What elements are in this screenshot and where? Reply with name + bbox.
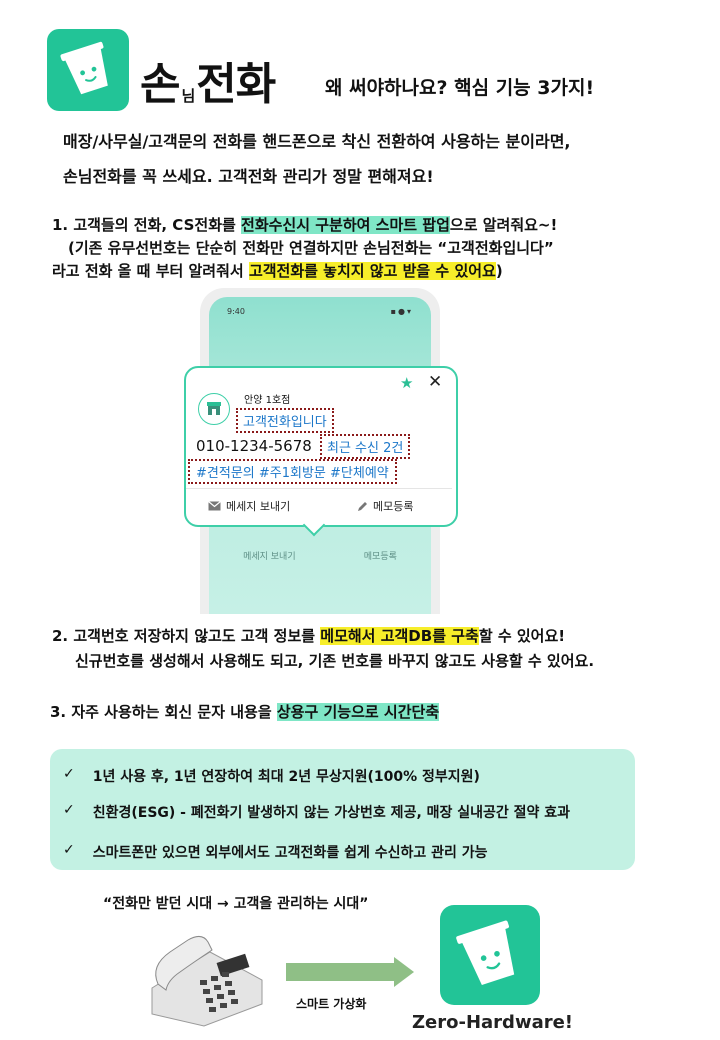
recent-calls-tag: 최근 수신 2건: [320, 434, 411, 459]
arrow-shaft: [286, 963, 396, 981]
intro-line-1: 매장/사무실/고객문의 전화를 핸드폰으로 착신 전환하여 사용하는 분이라면,: [63, 132, 571, 151]
mail-icon: [208, 501, 221, 511]
point1-line1: 1. 고객들의 전화, CS전화를 전화수신시 구분하여 스마트 팝업으로 알려…: [52, 214, 557, 235]
check-icon: ✓: [63, 766, 75, 782]
store-icon: [198, 393, 230, 425]
point1-highlight: 전화수신시 구분하여 스마트 팝업: [241, 216, 450, 234]
point1-text-a: 1. 고객들의 전화, CS전화를: [52, 216, 242, 234]
pencil-icon: [358, 501, 367, 511]
point1-line3-text-b: ): [495, 262, 503, 280]
check-icon: ✓: [63, 842, 75, 858]
point3-highlight: 상용구 기능으로 시간단축: [276, 703, 440, 721]
close-icon[interactable]: ✕: [428, 372, 443, 392]
point1-line3-highlight: 고객전화를 놓치지 않고 받을 수 있어요: [248, 262, 496, 280]
intro-line-2: 손님전화를 꼭 쓰세요. 고객전화 관리가 정말 편해져요!: [63, 167, 434, 186]
benefit-item: ✓ 스마트폰만 있으면 외부에서도 고객전화를 쉽게 수신하고 관리 가능: [63, 842, 488, 862]
favorite-star-icon[interactable]: ★: [400, 374, 414, 392]
check-icon: ✓: [63, 802, 75, 818]
point3-line1: 3. 자주 사용하는 회신 문자 내용을 상용구 기능으로 시간단축: [50, 701, 440, 722]
memo-register-button[interactable]: 메모등록: [357, 498, 413, 514]
arrow-right-icon: [394, 957, 414, 987]
point3-text-a: 3. 자주 사용하는 회신 문자 내용을: [50, 703, 277, 721]
point1-line2: (기존 유무선번호는 단순히 전화만 연결하지만 손님전화는 “고객전화입니다”: [68, 239, 554, 257]
status-time: 9:40: [227, 307, 245, 316]
point2-line2: 신규번호를 생성해서 사용해도 되고, 기존 번호를 바꾸지 않고도 사용할 수…: [75, 652, 595, 670]
point2-text-b: 할 수 있어요!: [478, 627, 566, 645]
benefit-text: 1년 사용 후, 1년 연장하여 최대 2년 무상지원(100% 정부지원): [92, 769, 480, 785]
tagline: 왜 써야하나요? 핵심 기능 3가지!: [325, 77, 595, 99]
memo-tags: #견적문의 #주1회방문 #단체예약: [188, 459, 397, 484]
desk-phone-icon: [151, 936, 263, 1027]
memo-register-label: 메모등록: [373, 500, 414, 513]
benefit-item: ✓ 친환경(ESG) - 폐전화기 발생하지 않는 가상번호 제공, 매장 실내…: [63, 802, 570, 822]
brand-name: 손 님 전화: [140, 48, 276, 112]
point1-text-b: 으로 알려줘요~!: [449, 216, 558, 234]
benefits-box: [50, 749, 635, 870]
ghost-action-row: 메세지 보내기 메모등록: [209, 549, 431, 562]
cup-icon: [60, 41, 108, 95]
zero-hardware-slogan: Zero-Hardware!: [412, 1012, 574, 1033]
send-message-button[interactable]: 메세지 보내기: [208, 498, 290, 514]
ghost-memo-button: 메모등록: [363, 552, 397, 562]
point2-text-a: 2. 고객번호 저장하지 않고도 고객 정보를: [52, 627, 321, 645]
benefit-text: 친환경(ESG) - 폐전화기 발생하지 않는 가상번호 제공, 매장 실내공간…: [92, 805, 571, 821]
send-message-label: 메세지 보내기: [226, 500, 291, 513]
brand-text-1: 손: [140, 59, 180, 110]
store-name: 안양 1호점: [244, 395, 291, 406]
point1-line3-text-a: 라고 전화 올 때 부터 알려줘서: [52, 262, 249, 280]
app-logo-footer: [440, 905, 540, 1005]
brand-text-2: 전화: [196, 59, 276, 110]
point1-line3: 라고 전화 올 때 부터 알려줘서 고객전화를 놓치지 않고 받을 수 있어요): [52, 260, 503, 281]
benefit-item: ✓ 1년 사용 후, 1년 연장하여 최대 2년 무상지원(100% 정부지원): [63, 766, 480, 786]
point2-line1: 2. 고객번호 저장하지 않고도 고객 정보를 메모해서 고객DB를 구축할 수…: [52, 625, 565, 646]
customer-call-tag: 고객전화입니다: [236, 408, 334, 433]
benefit-text: 스마트폰만 있으면 외부에서도 고객전화를 쉽게 수신하고 관리 가능: [92, 845, 488, 861]
era-quote: “전화만 받던 시대 → 고객을 관리하는 시대”: [103, 896, 369, 912]
ghost-message-button: 메세지 보내기: [243, 552, 296, 562]
arrow-label: 스마트 가상화: [296, 997, 367, 1011]
app-logo: [47, 29, 129, 111]
brand-text-small: 님: [181, 87, 195, 105]
status-icons: ▪●▾: [390, 307, 413, 316]
card-divider: [186, 488, 452, 489]
point2-highlight: 메모해서 고객DB를 구축: [320, 627, 479, 645]
caller-number: 010-1234-5678: [196, 437, 312, 455]
cup-icon: [456, 920, 515, 985]
